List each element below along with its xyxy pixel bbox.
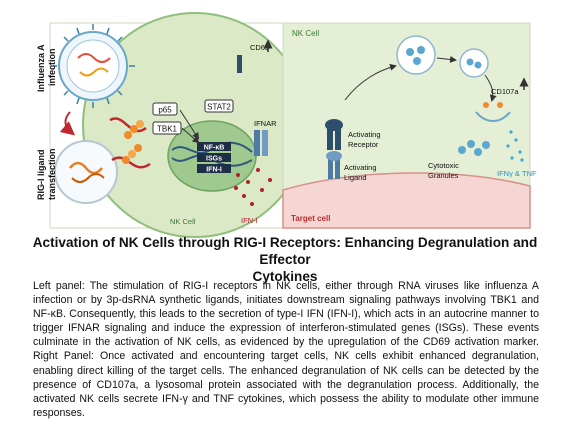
granule-vesicle-top bbox=[396, 35, 489, 78]
activating-receptor bbox=[325, 119, 343, 150]
activating-receptor-label-2: Receptor bbox=[348, 140, 379, 149]
cd107a-label: CD107a bbox=[491, 87, 519, 96]
activating-ligand bbox=[326, 151, 342, 179]
ifnar-receptor bbox=[254, 130, 268, 156]
cd69-label: CD69 bbox=[250, 43, 269, 52]
nucleus-isgs-label: ISGs bbox=[206, 156, 222, 163]
rig-side-label-2: transfection bbox=[47, 148, 57, 200]
stat2-label: STAT2 bbox=[207, 103, 231, 112]
activating-ligand-label-2: Ligand bbox=[344, 173, 367, 182]
right-panel: Target cell NK Cell CD107a Cytotoxic Gra… bbox=[282, 22, 537, 229]
ifng-tnf-molecules bbox=[506, 130, 524, 162]
influenza-side-label: Influenza A bbox=[36, 44, 46, 92]
right-nk-cell-label: NK Cell bbox=[292, 29, 319, 38]
target-cell bbox=[282, 172, 531, 229]
target-cell-label: Target cell bbox=[291, 214, 330, 223]
influenza-virus bbox=[51, 24, 135, 108]
figure-title-line-2: Cytokines bbox=[252, 269, 318, 284]
influenza-side-label-2: infection bbox=[47, 49, 57, 87]
activating-ligand-label: Activating bbox=[344, 163, 377, 172]
figure-caption-body: Left panel: The stimulation of RIG-I rec… bbox=[33, 280, 539, 419]
cytotoxic-granules bbox=[458, 140, 490, 156]
rig-i-ligand-vesicle bbox=[54, 140, 118, 204]
left-nk-cell-label: NK Cell bbox=[170, 217, 196, 226]
p65-box bbox=[152, 102, 178, 116]
ifn-i-label: IFN-I bbox=[241, 216, 258, 225]
ifnar-label: IFNAR bbox=[254, 119, 277, 128]
tbk1-label: TBK1 bbox=[157, 125, 178, 134]
nucleus-nfkb-label: NF-κB bbox=[204, 145, 225, 152]
cytotoxic-granules-label: Cytotoxic bbox=[428, 161, 459, 170]
ifng-tnf-label: IFNγ & TNF bbox=[497, 169, 537, 178]
figure-title: Activation of NK Cells through RIG-I Rec… bbox=[28, 234, 542, 285]
ifn-i-molecules bbox=[234, 168, 272, 206]
rig-side-label: RIG-I ligand bbox=[36, 150, 46, 201]
activating-receptor-label: Activating bbox=[348, 130, 381, 139]
stat2-box bbox=[204, 99, 234, 113]
figure-title-line-1: Activation of NK Cells through RIG-I Rec… bbox=[32, 235, 538, 267]
nucleus-ifn-label: IFN-I bbox=[206, 167, 222, 174]
rig-i-protein bbox=[122, 120, 144, 164]
tbk1-box bbox=[152, 121, 182, 135]
p65-label: p65 bbox=[158, 106, 172, 115]
cytotoxic-granules-label-2: Granules bbox=[428, 171, 459, 180]
left-panel: NF-κB ISGs IFN-I bbox=[36, 12, 308, 238]
